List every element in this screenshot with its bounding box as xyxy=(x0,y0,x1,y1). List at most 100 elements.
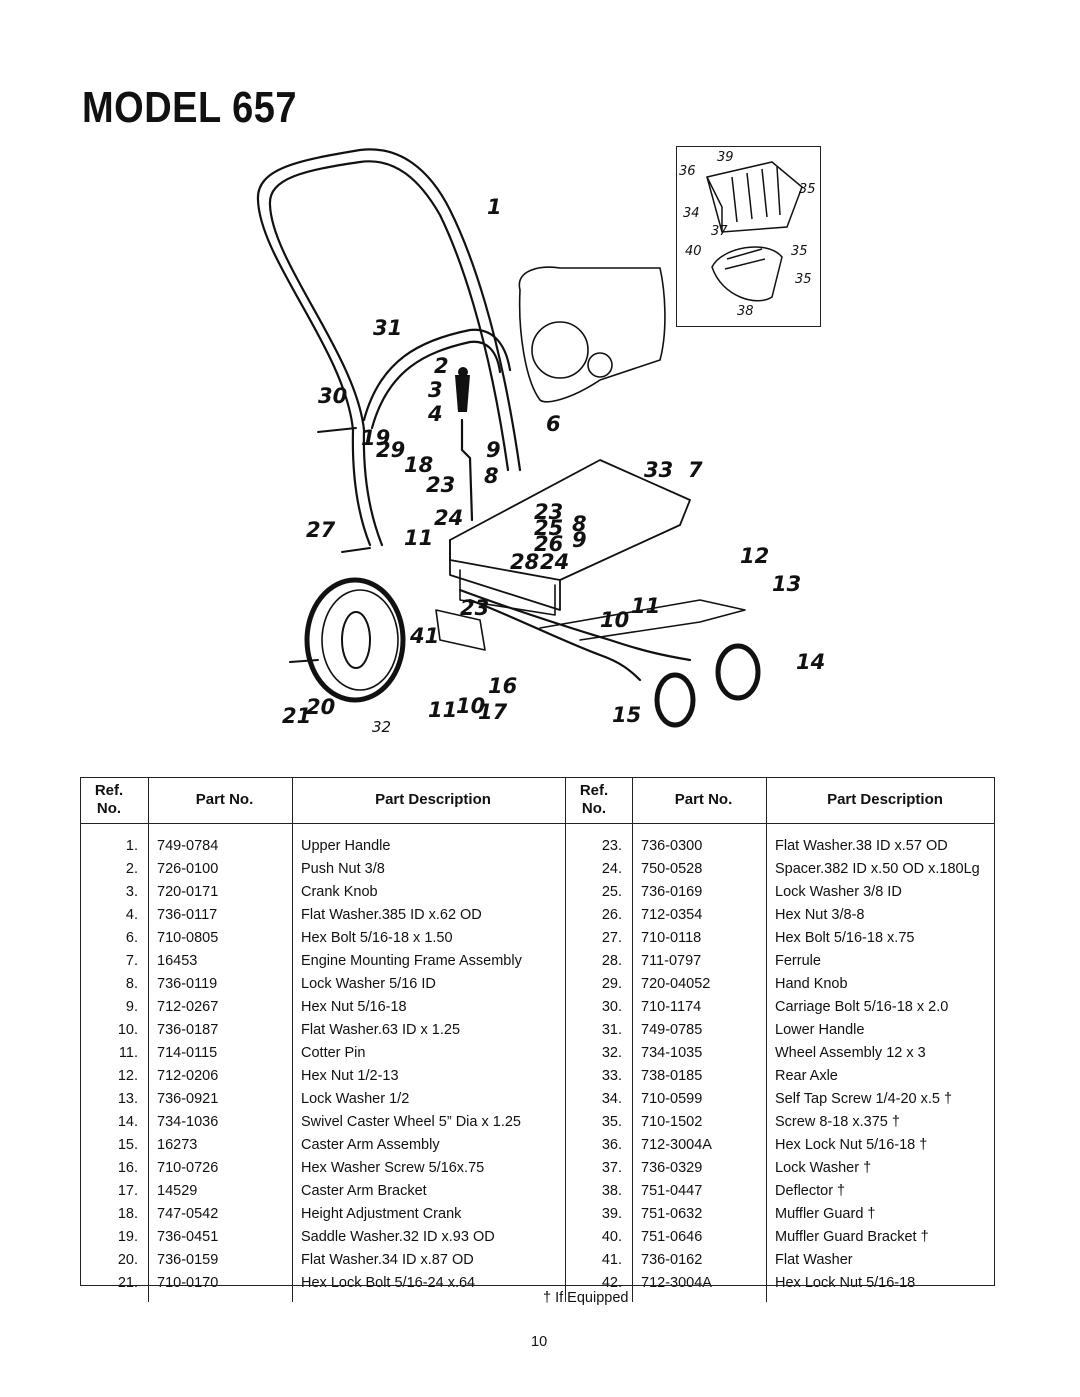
callout-23: 23 xyxy=(426,473,456,497)
header-part-no: Part No. xyxy=(148,777,293,824)
callout-24b: 24 xyxy=(540,550,570,574)
callout-21: 21 xyxy=(282,704,312,728)
part-description-cell: Flat Washer.38 ID x.57 OD xyxy=(766,834,995,857)
ref-no-cell: 16. xyxy=(117,1159,138,1176)
part-no-cell: 736-0162 xyxy=(632,1248,767,1271)
ref-no-cell: 26. xyxy=(565,903,633,926)
callout-37: 37 xyxy=(711,224,728,239)
page-title: MODEL 657 xyxy=(82,84,297,133)
part-description-cell: Push Nut 3/8 xyxy=(292,857,566,880)
ref-no-cell: 34. xyxy=(565,1087,633,1110)
part-no-cell: 712-0206 xyxy=(148,1064,293,1087)
part-description-cell: Hex Bolt 5/16-18 x 1.50 xyxy=(292,926,566,949)
part-no-cell: 747-0542 xyxy=(148,1202,293,1225)
header-ref-no: Ref. No. xyxy=(80,777,149,824)
header-part-description: Part Description xyxy=(292,777,566,824)
part-no-cell: 712-3004A xyxy=(632,1271,767,1294)
callout-11b: 11 xyxy=(631,594,661,618)
callout-41: 41 xyxy=(410,624,440,648)
ref-no-cell: 36. xyxy=(565,1133,633,1156)
part-description-cell: Crank Knob xyxy=(292,880,566,903)
callout-18: 18 xyxy=(404,453,434,477)
ref-no-cell: 32. xyxy=(565,1041,633,1064)
header-part-no-2: Part No. xyxy=(632,777,767,824)
ref-no-cell: 29. xyxy=(565,972,633,995)
callout-36: 36 xyxy=(679,164,696,179)
ref-no-cell: 17. xyxy=(117,1182,138,1199)
ref-no-cell: 41. xyxy=(565,1248,633,1271)
ref-no-cell: 10. xyxy=(117,1021,138,1038)
part-no-cell: 710-0599 xyxy=(632,1087,767,1110)
part-no-cell: 736-0300 xyxy=(632,834,767,857)
callout-24: 24 xyxy=(434,506,464,530)
ref-no-cell: 28. xyxy=(565,949,633,972)
part-no-cell: 710-1174 xyxy=(632,995,767,1018)
ref-no-cell: 42. xyxy=(565,1271,633,1294)
page-number: 10 xyxy=(531,1334,548,1350)
callout-11: 11 xyxy=(404,526,434,550)
part-no-cell: 736-0119 xyxy=(148,972,293,995)
callout-32: 32 xyxy=(372,718,392,736)
ref-no-cell: 19. xyxy=(117,1228,138,1245)
ref-no-cell: 1. xyxy=(125,837,138,854)
ref-no-cell: 38. xyxy=(565,1179,633,1202)
callout-25: 25 xyxy=(534,516,564,540)
ref-no-cell: 25. xyxy=(565,880,633,903)
part-description-cell: Caster Arm Assembly xyxy=(292,1133,566,1156)
part-no-cell: 710-0805 xyxy=(148,926,293,949)
ref-no-cell: 7. xyxy=(125,952,138,969)
muffler-guard-inset: 39 36 35 34 37 40 35 35 38 xyxy=(676,146,821,327)
part-description-cell: Lock Washer † xyxy=(766,1156,995,1179)
part-no-cell: 16453 xyxy=(148,949,293,972)
part-description-cell: Hex Lock Bolt 5/16-24 x.64 xyxy=(292,1271,566,1294)
ref-no-cell: 11. xyxy=(118,1044,138,1061)
callout-6: 6 xyxy=(546,412,561,436)
part-description-cell: Lock Washer 3/8 ID xyxy=(766,880,995,903)
part-no-cell: 750-0528 xyxy=(632,857,767,880)
part-description-cell: Hex Washer Screw 5/16x.75 xyxy=(292,1156,566,1179)
part-description-cell: Flat Washer.34 ID x.87 OD xyxy=(292,1248,566,1271)
ref-no-cell: 35. xyxy=(565,1110,633,1133)
callout-29: 29 xyxy=(376,438,406,462)
part-description-cell: Wheel Assembly 12 x 3 xyxy=(766,1041,995,1064)
part-no-cell: 738-0185 xyxy=(632,1064,767,1087)
part-description-cell: Flat Washer.385 ID x.62 OD xyxy=(292,903,566,926)
part-no-cell: 720-04052 xyxy=(632,972,767,995)
part-no-cell: 734-1035 xyxy=(632,1041,767,1064)
part-no-cell: 736-0117 xyxy=(148,903,293,926)
ref-no-cell: 20. xyxy=(117,1251,138,1268)
callout-19: 19 xyxy=(361,426,391,450)
ref-no-cell: 14. xyxy=(117,1113,138,1130)
part-no-cell: 751-0632 xyxy=(632,1202,767,1225)
callout-9b: 9 xyxy=(572,528,587,552)
table-header-row: Ref. No. Part No. Part Description Ref. … xyxy=(80,777,995,824)
callout-9: 9 xyxy=(486,438,501,462)
part-description-cell: Screw 8-18 x.375 † xyxy=(766,1110,995,1133)
callout-10b: 10 xyxy=(456,694,486,718)
part-description-cell: Hex Nut 3/8-8 xyxy=(766,903,995,926)
callout-12: 12 xyxy=(740,544,770,568)
footnote: † If Equipped xyxy=(543,1290,629,1306)
part-description-cell: Lock Washer 5/16 ID xyxy=(292,972,566,995)
part-description-cell: Lock Washer 1/2 xyxy=(292,1087,566,1110)
part-description-cell: Hex Nut 5/16-18 xyxy=(292,995,566,1018)
part-description-cell: Flat Washer.63 ID x 1.25 xyxy=(292,1018,566,1041)
callout-31: 31 xyxy=(373,316,403,340)
callout-3: 3 xyxy=(428,378,443,402)
part-description-cell: Hand Knob xyxy=(766,972,995,995)
callout-28: 28 xyxy=(510,550,540,574)
ref-no-cell: 33. xyxy=(565,1064,633,1087)
part-no-cell: 736-0451 xyxy=(148,1225,293,1248)
callout-23c: 23 xyxy=(460,596,490,620)
callout-27: 27 xyxy=(306,518,336,542)
callout-14: 14 xyxy=(796,650,826,674)
part-no-cell: 714-0115 xyxy=(148,1041,293,1064)
